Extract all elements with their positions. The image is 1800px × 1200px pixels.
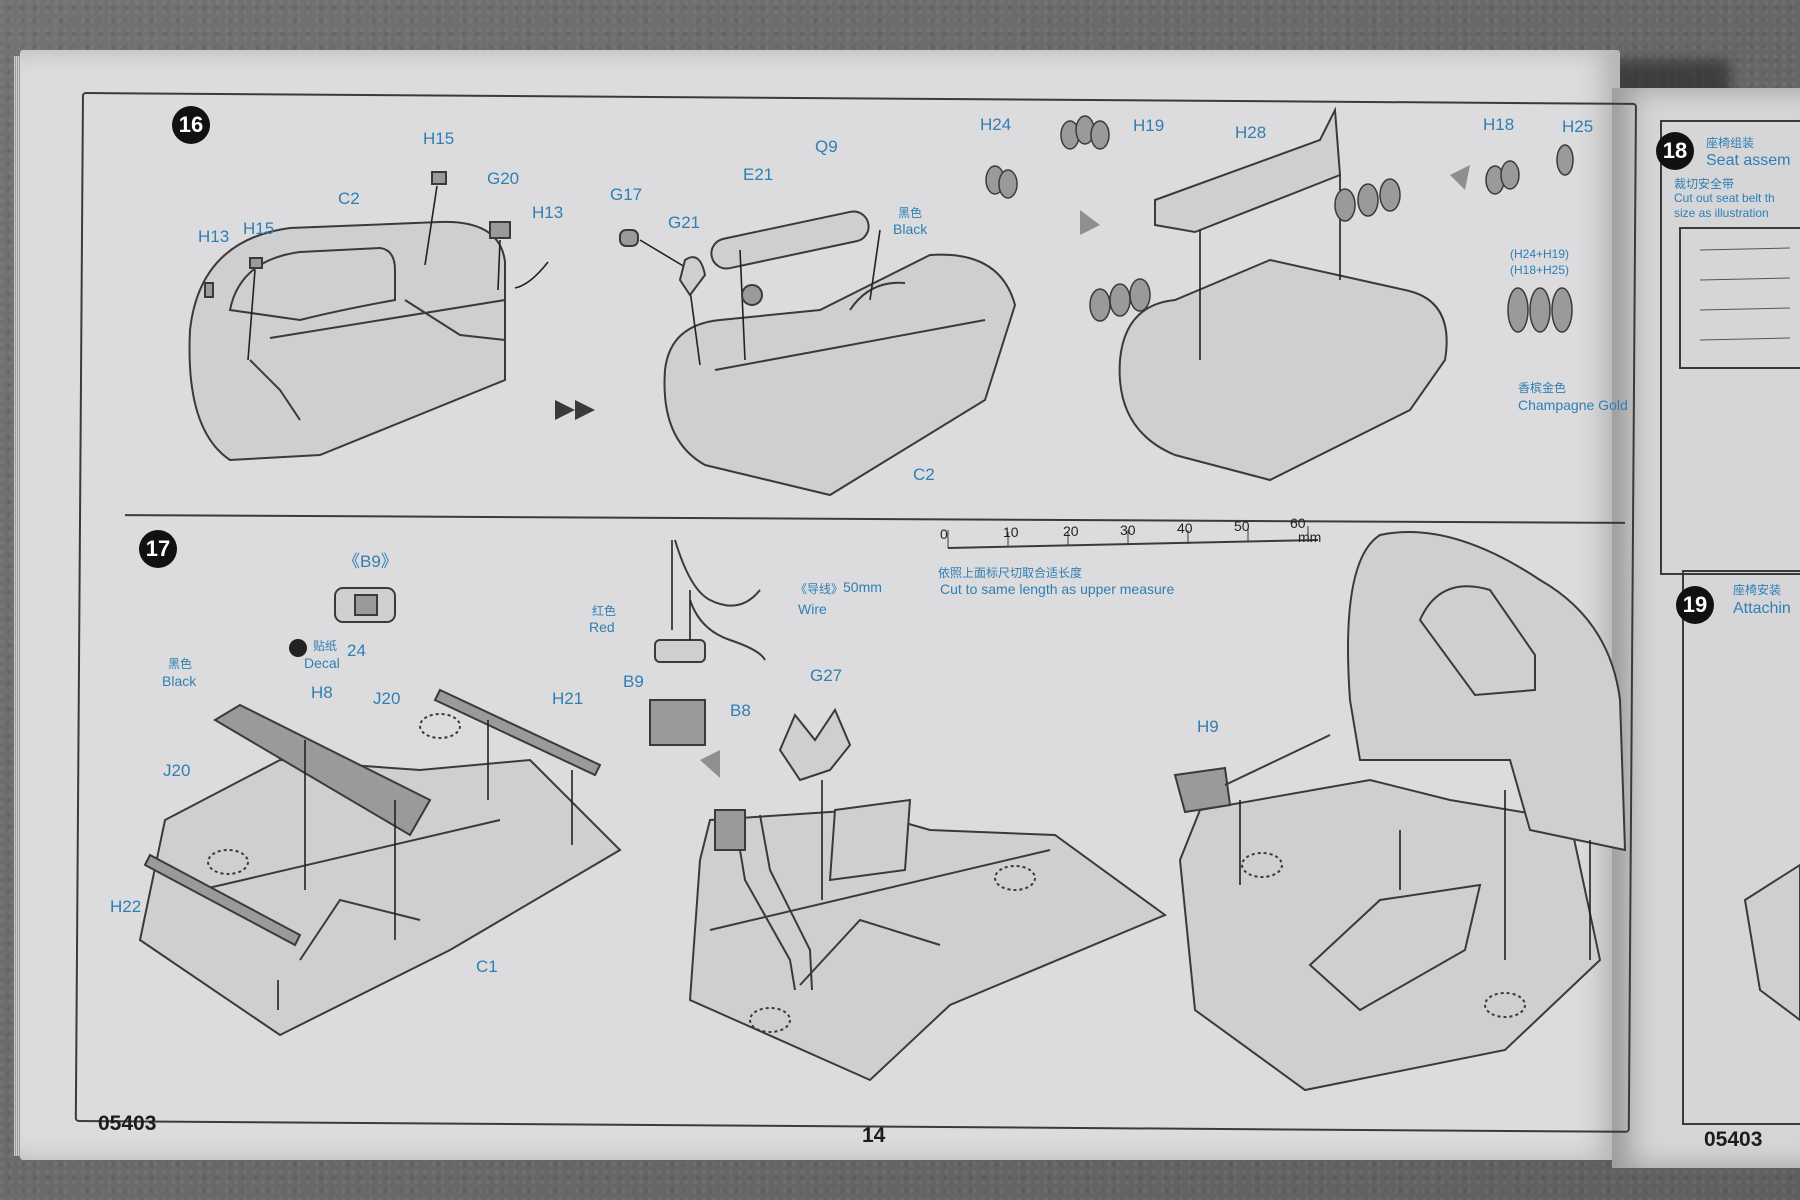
ruler-tick-0: 0 bbox=[940, 526, 948, 542]
ruler-graphic bbox=[947, 526, 1319, 549]
step-18-badge: 18 bbox=[1656, 132, 1694, 170]
part-label-j20: J20 bbox=[373, 689, 401, 708]
color-label-champagne-cn: 香槟金色 bbox=[1518, 381, 1567, 395]
page-number: 14 bbox=[862, 1124, 886, 1147]
part-label-h21: H21 bbox=[552, 689, 584, 708]
step16-seat-frame-a bbox=[188, 171, 549, 462]
part-label-h13: H13 bbox=[532, 203, 564, 222]
part-label-h28: H28 bbox=[1235, 123, 1267, 142]
step-18-note-line2: size as illustration bbox=[1674, 206, 1769, 220]
part-label-c2: C2 bbox=[913, 465, 935, 484]
step16-seat-frame-b bbox=[619, 210, 1017, 497]
step-18-note-line1: Cut out seat belt th bbox=[1674, 191, 1775, 205]
step17-floor-b bbox=[649, 539, 1168, 1082]
step-19-title-cn: 座椅安装 bbox=[1733, 583, 1782, 597]
part-label-b8: B8 bbox=[730, 701, 751, 720]
ruler-tick-30: 30 bbox=[1120, 522, 1136, 538]
page-stack-edge bbox=[14, 56, 22, 1156]
part-label-h8: H8 bbox=[311, 683, 333, 702]
color-label-black-cn: 黑色 bbox=[168, 657, 193, 671]
part-label-h24: H24 bbox=[980, 115, 1012, 134]
part-ref-b9: 《B9》 bbox=[343, 552, 398, 571]
part-label-h18: H18 bbox=[1483, 115, 1515, 134]
ruler-tick-40: 40 bbox=[1177, 520, 1193, 536]
part-label-c1: C1 bbox=[476, 957, 498, 976]
ruler-unit: mm bbox=[1298, 529, 1322, 545]
part-label-h19: H19 bbox=[1133, 116, 1165, 135]
part-label-b9: B9 bbox=[623, 672, 644, 691]
part-label-h25: H25 bbox=[1562, 117, 1594, 136]
part-label-c2: C2 bbox=[338, 189, 360, 208]
step17-floor-c bbox=[1173, 531, 1627, 1092]
wire-label: Wire bbox=[798, 601, 827, 617]
step-19-badge: 19 bbox=[1676, 586, 1714, 624]
wire-label-cn: 《导线》 bbox=[795, 582, 844, 596]
ruler-tick-50: 50 bbox=[1234, 518, 1250, 534]
color-label-champagne-gold: Champagne Gold bbox=[1518, 397, 1628, 413]
step-18-title: Seat assem bbox=[1706, 152, 1791, 169]
part-label-g27: G27 bbox=[810, 666, 843, 685]
step-19-title: Attachin bbox=[1733, 600, 1791, 617]
part-label-g17: G17 bbox=[610, 185, 643, 204]
color-label-black-cn: 黑色 bbox=[898, 206, 923, 220]
part-label-e21: E21 bbox=[743, 165, 774, 184]
part-label-g21: G21 bbox=[668, 213, 701, 232]
decal-number: 24 bbox=[347, 641, 366, 660]
step-19-frame bbox=[1682, 570, 1800, 1125]
part-label-g20: G20 bbox=[487, 169, 520, 188]
group-label-h18-h25: (H18+H25) bbox=[1510, 263, 1570, 277]
step16-seat-frame-c bbox=[985, 106, 1574, 482]
color-label-black: Black bbox=[893, 221, 928, 237]
step18-seat-belt-sketch bbox=[1679, 227, 1800, 369]
part-label-h22: H22 bbox=[110, 897, 142, 916]
step-18-frame bbox=[1660, 120, 1800, 575]
wire-length-label: 50mm bbox=[843, 579, 882, 595]
step-18-title-cn: 座椅组装 bbox=[1706, 136, 1755, 150]
product-code-left: 05403 bbox=[98, 1112, 157, 1135]
ruler-tick-60: 60 bbox=[1290, 515, 1306, 531]
ruler-note: Cut to same length as upper measure bbox=[940, 581, 1175, 597]
ruler-tick-20: 20 bbox=[1063, 523, 1079, 539]
product-code-right: 05403 bbox=[1704, 1128, 1763, 1151]
color-label-red: Red bbox=[589, 619, 615, 635]
part-label-h9: H9 bbox=[1197, 717, 1219, 736]
part-label-j20: J20 bbox=[163, 761, 191, 780]
ruler-note-cn: 依照上面标尺切取合适长度 bbox=[938, 566, 1083, 580]
step-17-badge: 17 bbox=[139, 530, 177, 568]
part-label-h13: H13 bbox=[198, 227, 230, 246]
group-label-h24-h19: (H24+H19) bbox=[1510, 247, 1570, 261]
next-arrow-icon bbox=[555, 400, 595, 420]
decal-label: Decal bbox=[304, 655, 340, 671]
color-label-black: Black bbox=[162, 673, 197, 689]
step-18-note-cn: 裁切安全带 bbox=[1674, 177, 1735, 191]
step-16-badge: 16 bbox=[172, 106, 210, 144]
color-label-red-cn: 红色 bbox=[592, 604, 617, 618]
part-label-q9: Q9 bbox=[815, 137, 838, 156]
ruler-tick-10: 10 bbox=[1003, 524, 1019, 540]
part-label-h15: H15 bbox=[243, 219, 275, 238]
step17-floor-a bbox=[138, 587, 622, 1037]
step19-sketch bbox=[1743, 863, 1800, 1022]
part-label-h15: H15 bbox=[423, 129, 455, 148]
decal-label-cn: 贴纸 bbox=[313, 639, 338, 653]
